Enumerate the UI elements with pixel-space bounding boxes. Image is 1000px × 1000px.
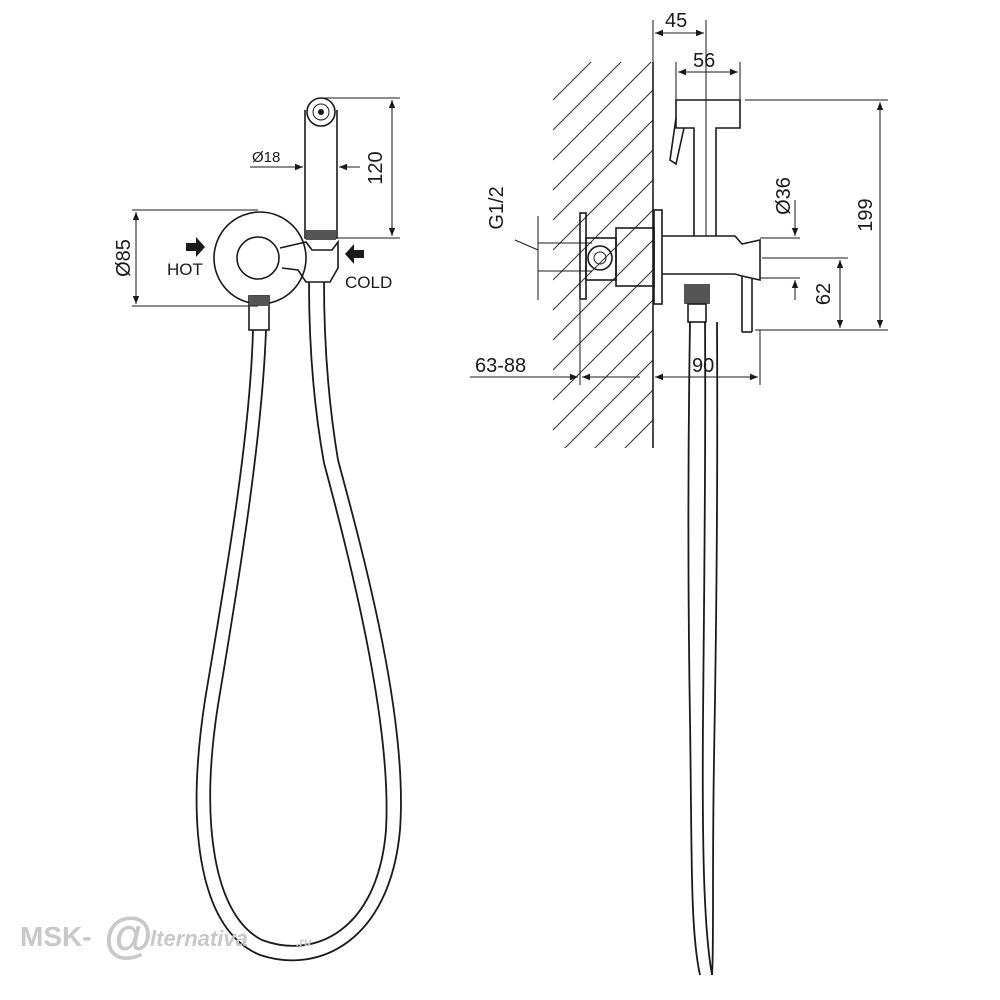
hose-side xyxy=(687,321,719,976)
dim-handle-diameter-label: Ø18 xyxy=(252,149,280,166)
cold-indicator: COLD xyxy=(345,244,392,292)
dim-depth: 63-88 90 xyxy=(470,300,761,385)
dim-top-offset: 45 xyxy=(652,10,707,236)
cold-arrow-icon xyxy=(345,244,364,264)
dim-depth-range-label: 63-88 xyxy=(475,355,526,377)
dim-total-height-label: 199 xyxy=(855,198,877,231)
hot-label: HOT xyxy=(167,260,203,279)
dim-total-height: 199 xyxy=(745,99,888,331)
dim-thread: G1/2 xyxy=(486,186,592,300)
hot-indicator: HOT xyxy=(167,237,205,279)
dim-valve-diameter-label: Ø36 xyxy=(773,177,795,215)
dim-head-width: 56 xyxy=(675,50,741,100)
watermark-domain: .ru xyxy=(296,935,312,949)
hot-arrow-icon xyxy=(186,237,205,257)
front-view: Ø85 120 Ø18 HOT COLD xyxy=(113,97,402,962)
cold-label: COLD xyxy=(345,273,392,292)
side-view: 45 56 199 Ø36 62 xyxy=(470,10,888,976)
dim-handle-diameter: Ø18 xyxy=(250,149,360,171)
dim-outlet-height: 62 xyxy=(762,257,848,328)
watermark-suffix: lternativa xyxy=(150,926,248,951)
dim-handle-height: 120 xyxy=(321,97,400,239)
wall-flange xyxy=(213,211,307,305)
dim-thread-label: G1/2 xyxy=(486,186,508,229)
dim-body-diameter: Ø85 xyxy=(113,209,258,307)
dim-head-width-label: 56 xyxy=(693,50,715,72)
hand-sprayer-side xyxy=(669,99,741,236)
dim-handle-height-label: 120 xyxy=(365,151,387,184)
watermark-brand: MSK- xyxy=(20,921,92,952)
watermark-mark: @ xyxy=(104,907,153,963)
valve-body-side xyxy=(579,209,761,333)
dim-outlet-height-label: 62 xyxy=(813,283,835,305)
watermark-logo: MSK- @ lternativa .ru xyxy=(20,907,312,963)
wall-section xyxy=(553,62,654,448)
dim-valve-diameter: Ø36 xyxy=(760,177,800,300)
hose-connector-front xyxy=(248,295,270,331)
hand-sprayer-front xyxy=(304,97,338,240)
dim-body-diameter-label: Ø85 xyxy=(113,239,135,277)
dim-projection-label: 90 xyxy=(692,355,714,377)
dim-top-offset-label: 45 xyxy=(665,10,687,32)
holder-bracket xyxy=(279,239,339,283)
hose-front xyxy=(195,281,402,962)
mixer-knob xyxy=(236,236,280,280)
